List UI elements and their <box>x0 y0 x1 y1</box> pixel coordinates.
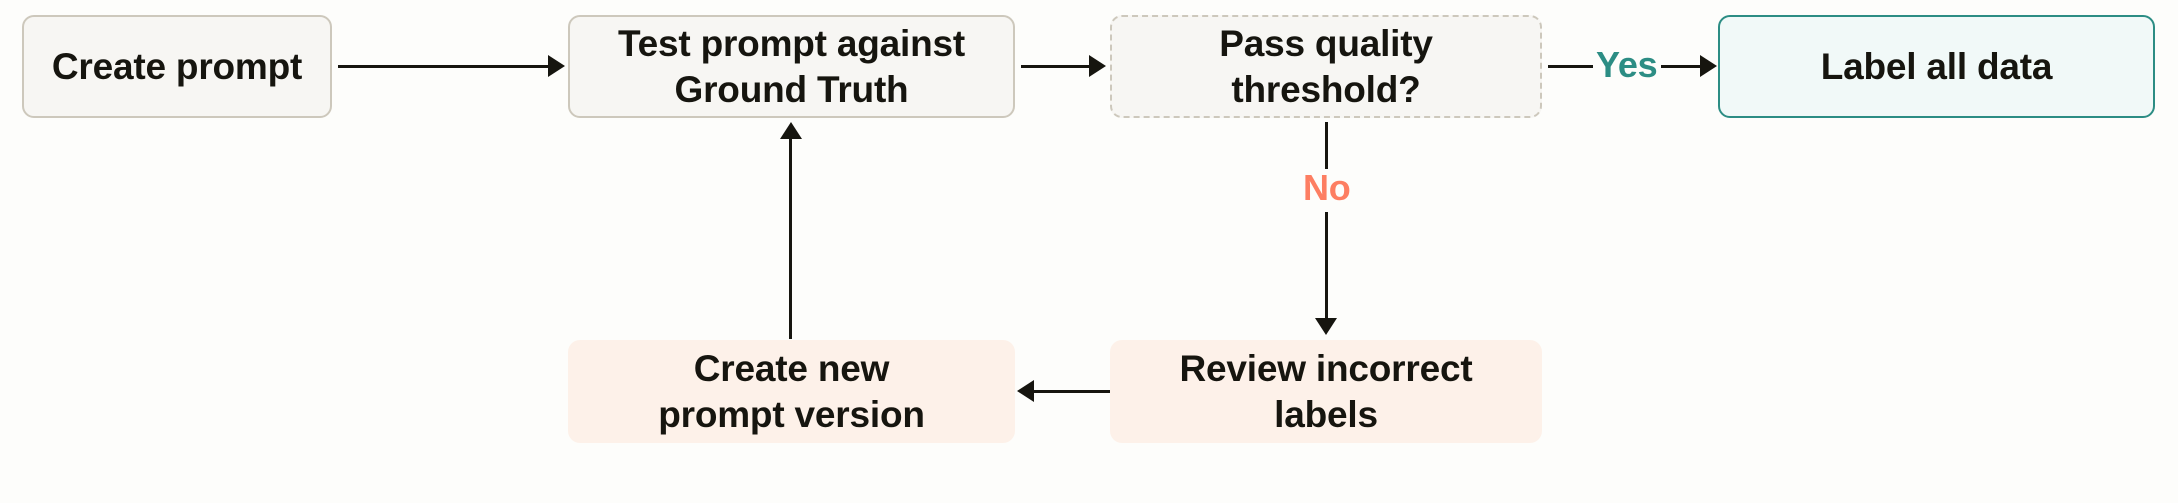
arrowhead-right-icon <box>548 55 565 77</box>
edge-label-yes: Yes <box>1596 44 1658 85</box>
node-create-prompt[interactable]: Create prompt <box>22 15 332 118</box>
edge-line-after-label <box>1661 65 1713 68</box>
node-label-all-data[interactable]: Label all data <box>1718 15 2155 118</box>
arrowhead-up-icon <box>780 122 802 139</box>
edge-line-before-label <box>1548 65 1593 68</box>
node-create-new-prompt-version[interactable]: Create new prompt version <box>568 340 1015 443</box>
arrowhead-left-icon <box>1017 380 1034 402</box>
arrowhead-right-icon <box>1700 55 1717 77</box>
arrowhead-down-icon <box>1315 318 1337 335</box>
node-label-all-data-label: Label all data <box>1820 45 2053 87</box>
node-create-new-prompt-version-label: Create new prompt version <box>658 348 925 435</box>
node-review-incorrect-labels-label: Review incorrect labels <box>1179 348 1473 435</box>
node-review-incorrect-labels[interactable]: Review incorrect labels <box>1110 340 1542 443</box>
node-create-prompt-label: Create prompt <box>51 45 303 87</box>
edge-line <box>338 65 550 68</box>
node-pass-quality-threshold-label: Pass quality threshold? <box>1219 23 1433 110</box>
edge-label-no: No <box>1303 167 1351 208</box>
edge-line <box>1021 65 1091 68</box>
node-test-prompt-label: Test prompt against Ground Truth <box>617 23 966 110</box>
arrowhead-right-icon <box>1089 55 1106 77</box>
edge-line <box>1030 390 1110 393</box>
edge-line <box>789 137 792 339</box>
node-pass-quality-threshold[interactable]: Pass quality threshold? <box>1110 15 1542 118</box>
edge-line-after-label <box>1325 212 1328 322</box>
node-test-prompt[interactable]: Test prompt against Ground Truth <box>568 15 1015 118</box>
edge-line-before-label <box>1325 122 1328 169</box>
